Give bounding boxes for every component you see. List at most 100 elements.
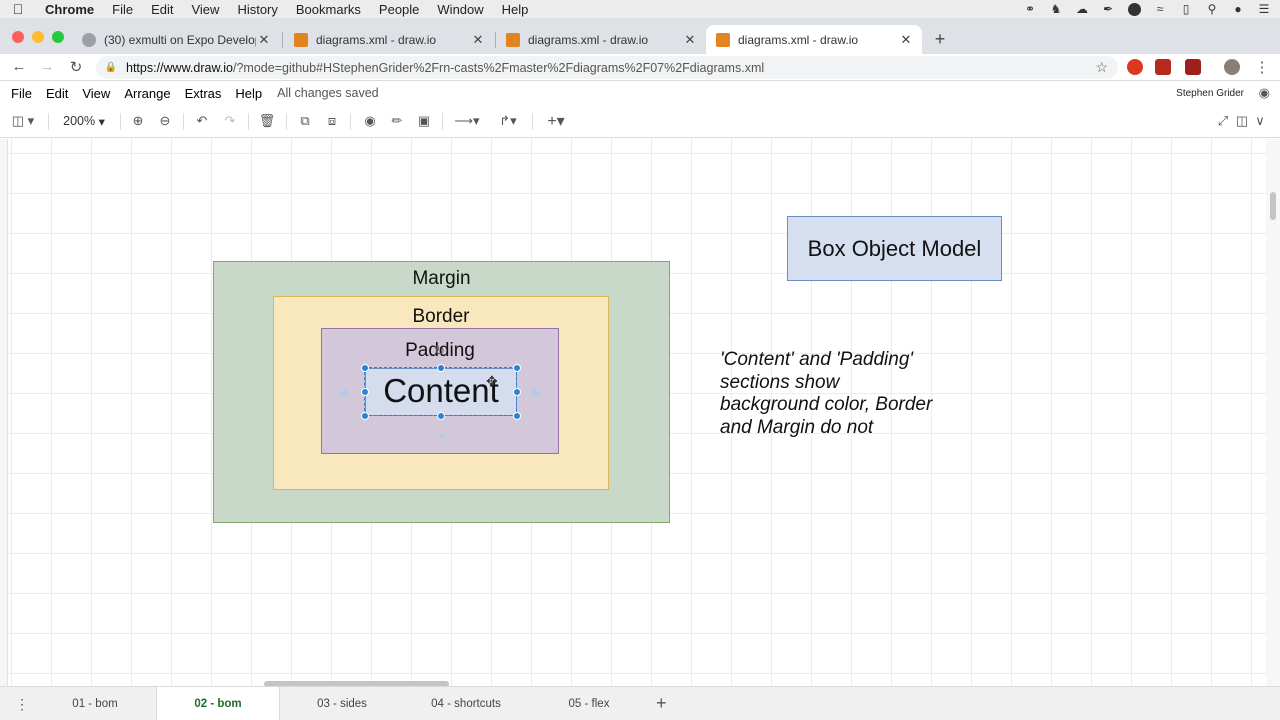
format-panel-icon[interactable]: ◫ ▾ [11, 113, 35, 128]
menu-extras[interactable]: Extras [184, 85, 222, 101]
browser-tab-drawio-active[interactable]: diagrams.xml - draw.io ✕ [706, 25, 922, 54]
horse-icon[interactable]: ♞ [1050, 2, 1062, 16]
insert-plus-icon[interactable]: +▾ [547, 113, 565, 130]
menu-arrange[interactable]: Arrange [124, 85, 171, 101]
horizontal-scroll-thumb[interactable] [264, 681, 449, 687]
move-cursor-icon: ✥ [486, 373, 498, 389]
new-tab-icon[interactable]: + [934, 29, 946, 49]
close-window-button[interactable] [12, 31, 24, 43]
zoom-value: 200% [63, 114, 96, 128]
mac-menu-bookmarks[interactable]: Bookmarks [295, 1, 361, 17]
resize-handle[interactable] [361, 388, 369, 396]
vertical-scroll-thumb[interactable] [1270, 192, 1276, 220]
mac-menu-people[interactable]: People [378, 1, 420, 17]
cloud-icon[interactable]: ☁ [1076, 2, 1088, 16]
zoom-out-icon[interactable]: ⊖ [159, 113, 171, 128]
title-box[interactable]: Box Object Model [787, 216, 1002, 281]
mac-menu-history[interactable]: History [237, 1, 278, 17]
mac-menu-file[interactable]: File [112, 1, 134, 17]
diagram-canvas[interactable]: Margin Border Padding Content ◀ ▶ ▼ ↻ ✥ … [8, 139, 1266, 686]
page-tab-01-bom[interactable]: 01 - bom [72, 698, 118, 710]
resize-handle[interactable] [437, 412, 445, 420]
wifi-icon[interactable]: ≈ [1156, 2, 1164, 16]
forward-arrow-icon[interactable]: → [39, 58, 55, 75]
close-tab-icon[interactable]: ✕ [684, 31, 696, 47]
browser-tab-drawio-1[interactable]: diagrams.xml - draw.io ✕ [284, 25, 494, 54]
fill-color-icon[interactable]: ◉ [364, 113, 376, 128]
zoom-in-icon[interactable]: ⊕ [132, 113, 144, 128]
note-text[interactable]: 'Content' and 'Padding' sections show ba… [720, 349, 980, 439]
connection-style-icon[interactable]: ⟶▾ [454, 113, 480, 128]
to-back-icon[interactable]: ⧈ [327, 113, 337, 128]
page-tab-02-bom[interactable]: 02 - bom [156, 687, 280, 720]
ublock-extension-icon[interactable] [1127, 59, 1143, 75]
macos-menubar:  Chrome File Edit View History Bookmark… [0, 0, 1280, 18]
notifications-icon[interactable]: ☰ [1258, 2, 1270, 16]
close-tab-icon[interactable]: ✕ [258, 31, 270, 47]
resize-handle[interactable] [437, 364, 445, 372]
shadow-icon[interactable]: ▣ [417, 113, 431, 128]
app-menu-chrome[interactable]: Chrome [45, 1, 95, 17]
page-tab-05-flex[interactable]: 05 - flex [568, 698, 610, 710]
fullscreen-icon[interactable]: ⤢ [1217, 113, 1229, 128]
maximize-window-button[interactable] [52, 31, 64, 43]
close-tab-icon[interactable]: ✕ [900, 31, 912, 47]
delete-icon[interactable]: 🗑 [258, 113, 276, 128]
window-controls [12, 31, 64, 43]
language-globe-icon[interactable]: ◉ [1258, 85, 1270, 100]
battery-icon[interactable]: ▯ [1182, 2, 1190, 16]
vertical-scrollbar[interactable] [1266, 139, 1280, 686]
menu-view[interactable]: View [82, 85, 111, 101]
back-arrow-icon[interactable]: ← [11, 58, 27, 75]
lastpass-extension-icon[interactable] [1155, 59, 1171, 75]
undo-icon[interactable]: ↶ [196, 113, 208, 128]
resize-handle[interactable] [361, 364, 369, 372]
to-front-icon[interactable]: ⧉ [300, 113, 310, 128]
clone-arrow-right-icon[interactable]: ▶ [532, 385, 542, 399]
mac-menu-window[interactable]: Window [437, 1, 484, 17]
record-icon[interactable] [1126, 2, 1142, 16]
rotate-handle-icon[interactable]: ↻ [434, 343, 445, 358]
minimize-window-button[interactable] [32, 31, 44, 43]
browser-tab-drawio-2[interactable]: diagrams.xml - draw.io ✕ [496, 25, 706, 54]
menu-edit[interactable]: Edit [45, 85, 69, 101]
profile-avatar[interactable] [1224, 59, 1240, 75]
redo-icon[interactable]: ↷ [224, 113, 236, 128]
close-tab-icon[interactable]: ✕ [472, 31, 484, 47]
browser-tab-expo[interactable]: (30) exmulti on Expo Develope ✕ [72, 25, 280, 54]
resize-handle[interactable] [361, 412, 369, 420]
resize-handle[interactable] [513, 412, 521, 420]
siri-icon[interactable]: ● [1234, 2, 1242, 16]
apple-icon[interactable]:  [0, 1, 36, 17]
glasses-icon[interactable]: ⚭ [1024, 2, 1036, 16]
line-color-icon[interactable]: ✏ [391, 113, 403, 128]
menu-file[interactable]: File [11, 85, 32, 101]
user-menu[interactable]: Stephen Grider [1176, 87, 1244, 99]
shield-extension-icon[interactable] [1185, 59, 1201, 75]
page-tab-04-shortcuts[interactable]: 04 - shortcuts [431, 698, 501, 710]
menu-help[interactable]: Help [235, 85, 263, 101]
add-page-icon[interactable]: + [656, 693, 667, 713]
search-icon[interactable]: ⚲ [1207, 2, 1217, 16]
mac-menu-help[interactable]: Help [501, 1, 529, 17]
zoom-select[interactable]: 200% ▾ [63, 114, 105, 129]
mac-menu-edit[interactable]: Edit [151, 1, 174, 17]
panel-toggle-icon[interactable]: ◫ [1235, 113, 1249, 128]
chrome-menu-icon[interactable]: ⋮ [1254, 59, 1270, 76]
reload-icon[interactable]: ↻ [69, 59, 83, 76]
clone-arrow-down-icon[interactable]: ▼ [436, 429, 448, 443]
bookmark-star-icon[interactable]: ☆ [1095, 59, 1108, 75]
sidebar-collapsed-strip[interactable] [0, 139, 8, 686]
resize-handle[interactable] [513, 364, 521, 372]
url-field[interactable]: 🔒 https://www.draw.io /?mode=github#HSte… [96, 56, 1118, 79]
drawio-favicon-icon [506, 32, 520, 47]
resize-handle[interactable] [513, 388, 521, 396]
mac-menu-view[interactable]: View [191, 1, 220, 17]
clone-arrow-left-icon[interactable]: ◀ [338, 385, 348, 399]
note-line: background color, Border [720, 394, 933, 415]
collapse-chevron-icon[interactable]: ∨ [1255, 113, 1265, 128]
pages-menu-icon[interactable]: ⋮ [15, 696, 29, 712]
page-tab-03-sides[interactable]: 03 - sides [317, 698, 367, 710]
pen-icon[interactable]: ✒ [1102, 2, 1114, 16]
waypoints-icon[interactable]: ↱▾ [499, 113, 517, 128]
